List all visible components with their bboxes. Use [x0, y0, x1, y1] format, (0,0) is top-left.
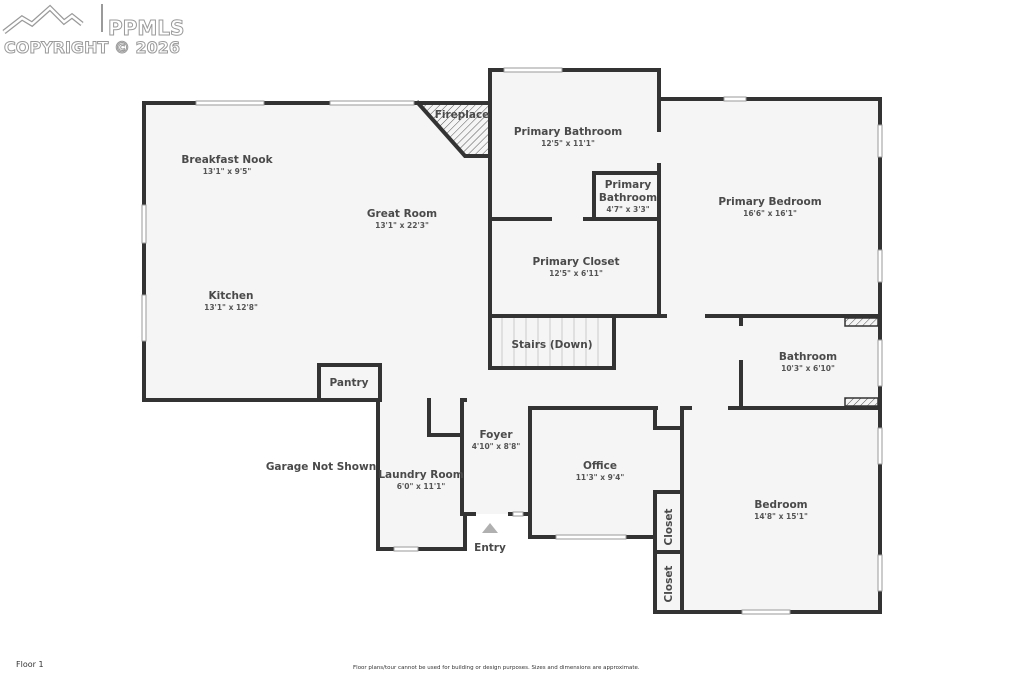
- room-name: Primary Bedroom: [718, 196, 821, 208]
- entry-label: Entry: [474, 542, 506, 554]
- floor-fills: [144, 70, 880, 612]
- room-kitchen: Kitchen 13'1" x 12'8": [204, 290, 258, 312]
- garage-not-shown-label: Garage Not Shown: [266, 461, 376, 473]
- room-pantry: Pantry: [329, 377, 368, 389]
- room-name: Stairs (Down): [511, 339, 592, 351]
- room-name-line1: Primary: [605, 179, 652, 191]
- room-name: Closet: [663, 566, 675, 603]
- stair-treads: [501, 318, 599, 366]
- room-dimensions: 13'1" x 9'5": [203, 167, 252, 176]
- room-name: Closet: [663, 509, 675, 546]
- room-name: Breakfast Nook: [181, 154, 273, 166]
- mountain-logo-icon: [2, 4, 103, 34]
- ppmls-watermark: PPMLS COPYRIGHT © 2026: [2, 2, 207, 58]
- entry-arrow-icon: [482, 523, 498, 533]
- room-bathroom: Bathroom 10'3" x 6'10": [779, 351, 837, 373]
- room-name: Primary Bathroom: [514, 126, 622, 138]
- room-primary-bedroom: Primary Bedroom 16'6" x 16'1": [718, 196, 821, 218]
- room-name: Laundry Room: [378, 469, 463, 481]
- windows: [141, 67, 883, 615]
- bathroom-vent-top: [844, 317, 879, 327]
- room-dimensions: 10'3" x 6'10": [781, 364, 835, 373]
- room-dimensions: 16'6" x 16'1": [743, 209, 797, 218]
- room-fireplace: Fireplace: [435, 109, 490, 121]
- room-dimensions: 12'5" x 11'1": [541, 139, 595, 148]
- room-office: Office 11'3" x 9'4": [576, 460, 625, 482]
- room-primary-closet: Primary Closet 12'5" x 6'11": [532, 256, 619, 278]
- room-great-room: Great Room 13'1" x 22'3": [367, 208, 437, 230]
- copyright-text: COPYRIGHT © 2026: [3, 38, 181, 58]
- room-laundry-room: Laundry Room 6'0" x 11'1": [378, 469, 463, 491]
- room-dimensions: 11'3" x 9'4": [576, 473, 625, 482]
- room-foyer: Foyer 4'10" x 8'8": [472, 429, 521, 451]
- room-dimensions: 14'8" x 15'1": [754, 512, 808, 521]
- fireplace-hearth: [418, 103, 490, 156]
- room-breakfast-nook: Breakfast Nook 13'1" x 9'5": [181, 154, 273, 176]
- brand-name: PPMLS: [107, 16, 185, 41]
- room-name-line2: Bathroom: [599, 192, 657, 204]
- room-dimensions: 4'10" x 8'8": [472, 442, 521, 451]
- room-name: Pantry: [329, 377, 368, 389]
- room-name: Office: [583, 460, 617, 472]
- bathroom-vent-bottom: [844, 397, 879, 407]
- room-name: Bedroom: [754, 499, 807, 511]
- room-bedroom: Bedroom 14'8" x 15'1": [754, 499, 808, 521]
- room-dimensions: 4'7" x 3'3": [606, 205, 649, 214]
- room-primary-bathroom: Primary Bathroom 12'5" x 11'1": [514, 126, 622, 148]
- room-name: Kitchen: [208, 290, 253, 302]
- room-dimensions: 12'5" x 6'11": [549, 269, 603, 278]
- room-name: Bathroom: [779, 351, 837, 363]
- room-name: Great Room: [367, 208, 437, 220]
- disclaimer: Floor plans/tour cannot be used for buil…: [353, 665, 640, 671]
- room-name: Fireplace: [435, 109, 490, 121]
- room-primary-bathroom-small: Primary Bathroom 4'7" x 3'3": [599, 179, 657, 214]
- floor-label: Floor 1: [16, 660, 44, 669]
- room-name: Foyer: [479, 429, 513, 441]
- room-dimensions: 13'1" x 22'3": [375, 221, 429, 230]
- room-name: Primary Closet: [532, 256, 619, 268]
- room-stairs: Stairs (Down): [511, 339, 592, 351]
- room-closet-2: Closet: [663, 566, 675, 603]
- room-closet-1: Closet: [663, 509, 675, 546]
- room-dimensions: 13'1" x 12'8": [204, 303, 258, 312]
- room-dimensions: 6'0" x 11'1": [397, 482, 446, 491]
- interior-walls: [317, 163, 882, 614]
